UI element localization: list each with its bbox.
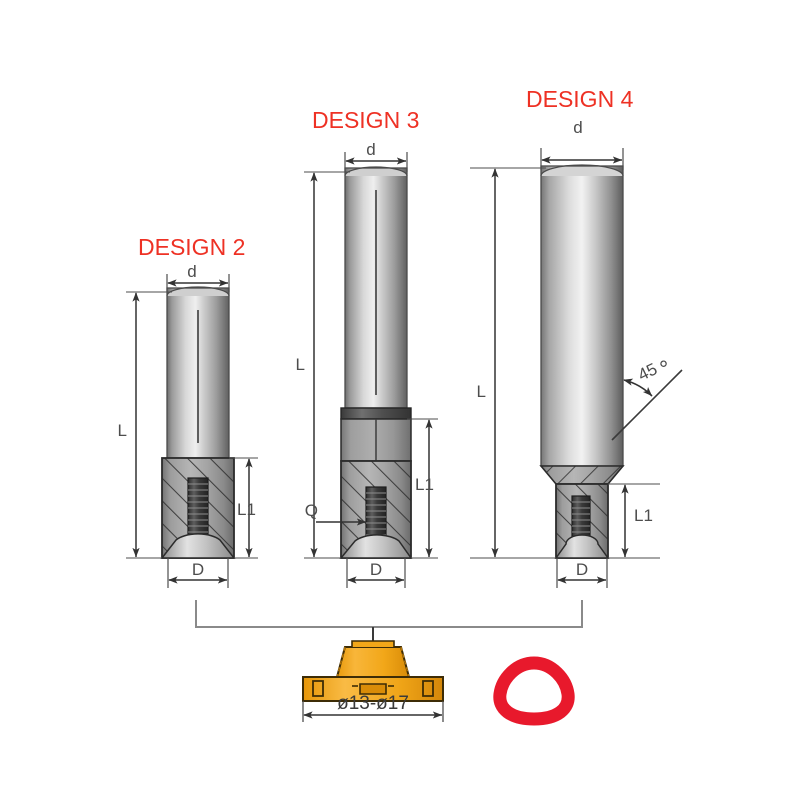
design-3-label-L: L (296, 355, 305, 374)
design-3-dim-Q: Q (305, 501, 367, 526)
design-2-label-d: d (187, 262, 196, 281)
design-2-dim-D: D (167, 558, 229, 588)
design-3-collar (340, 407, 412, 420)
design-2-label-D: D (192, 560, 204, 579)
insert-connector-bracket (195, 600, 583, 628)
insert-body (335, 646, 411, 678)
design-4-dim-d: d (540, 118, 624, 170)
design-4-group: DESIGN 4 (470, 86, 683, 588)
design-4-dim-L: L (470, 167, 556, 559)
design-4-label-L: L (477, 382, 486, 401)
design-3-label-L1: L1 (415, 475, 434, 494)
design-2-title: DESIGN 2 (138, 234, 245, 260)
design-4-shank (540, 164, 624, 467)
design-4-label-d: d (573, 118, 582, 137)
design-4-cutting-head (554, 483, 610, 559)
design-3-cutting-head (339, 460, 413, 559)
design-2-group: DESIGN 2 (118, 234, 258, 588)
design-4-dim-L1: L1 (608, 483, 660, 559)
design-2-dim-L1: L1 (229, 457, 258, 559)
design-2-label-L1: L1 (237, 500, 256, 519)
design-3-label-d: d (366, 140, 375, 159)
design-2-shank (166, 286, 230, 459)
insert-detail: ø13-ø17 (302, 640, 444, 722)
design-2-dim-d: d (166, 262, 230, 292)
design-3-group: DESIGN 3 (296, 107, 438, 588)
design-3-shank (344, 166, 408, 409)
design-3-label-D: D (370, 560, 382, 579)
design-4-dim-D: D (556, 558, 608, 588)
design-3-dim-D: D (346, 558, 406, 588)
design-3-label-Q: Q (305, 501, 318, 520)
design-4-title: DESIGN 4 (526, 86, 634, 112)
design-3-body (340, 418, 412, 462)
design-2-cutting-head (160, 457, 236, 559)
design-2-dim-L: L (118, 291, 172, 559)
design-3-dim-L: L (296, 171, 350, 559)
design-3-title: DESIGN 3 (312, 107, 419, 133)
design-3-dim-L1: L1 (407, 418, 438, 559)
design-3-dim-d: d (344, 140, 408, 172)
design-4-chamfer (539, 465, 625, 485)
design-2-label-L: L (118, 421, 127, 440)
design-4-label-D: D (576, 560, 588, 579)
design-4-label-L1: L1 (634, 506, 653, 525)
insert-diameter-label: ø13-ø17 (337, 693, 409, 714)
trilobe-insert-logo (493, 656, 575, 726)
